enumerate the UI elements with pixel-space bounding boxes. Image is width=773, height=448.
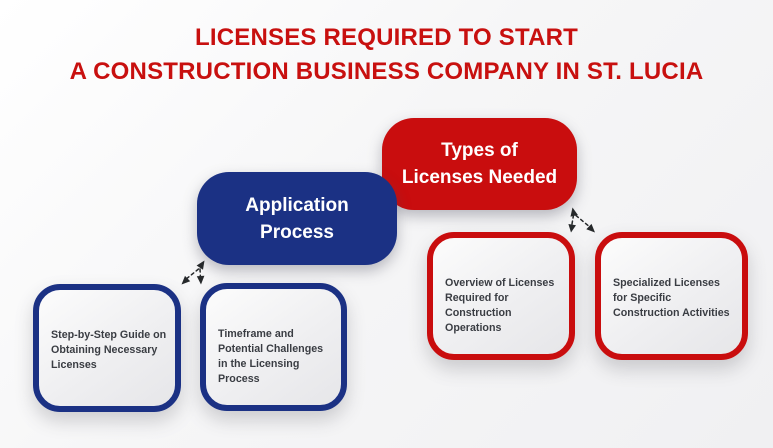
node-timeframe-challenges: Timeframe and Potential Challenges in th… (200, 283, 347, 411)
connector-blue-dashed-arrow-icon (181, 260, 205, 285)
page-title-line-2: A CONSTRUCTION BUSINESS COMPANY IN ST. L… (69, 58, 704, 85)
page-title-line-1: LICENSES REQUIRED TO START (194, 24, 578, 51)
node-step-by-step-guide: Step-by-Step Guide on Obtaining Necessar… (33, 284, 181, 412)
node-application-process: Application Process (197, 172, 397, 265)
node-overview-of-licenses: Overview of Licenses Required for Constr… (427, 232, 575, 360)
connector-red-dashed-arrow-icon (568, 207, 595, 233)
node-types-of-licenses-needed: Types of Licenses Needed (382, 118, 577, 210)
page-title: LICENSES REQUIRED TO START A CONSTRUCTIO… (0, 21, 773, 89)
node-specialized-licenses: Specialized Licenses for Specific Constr… (595, 232, 748, 360)
